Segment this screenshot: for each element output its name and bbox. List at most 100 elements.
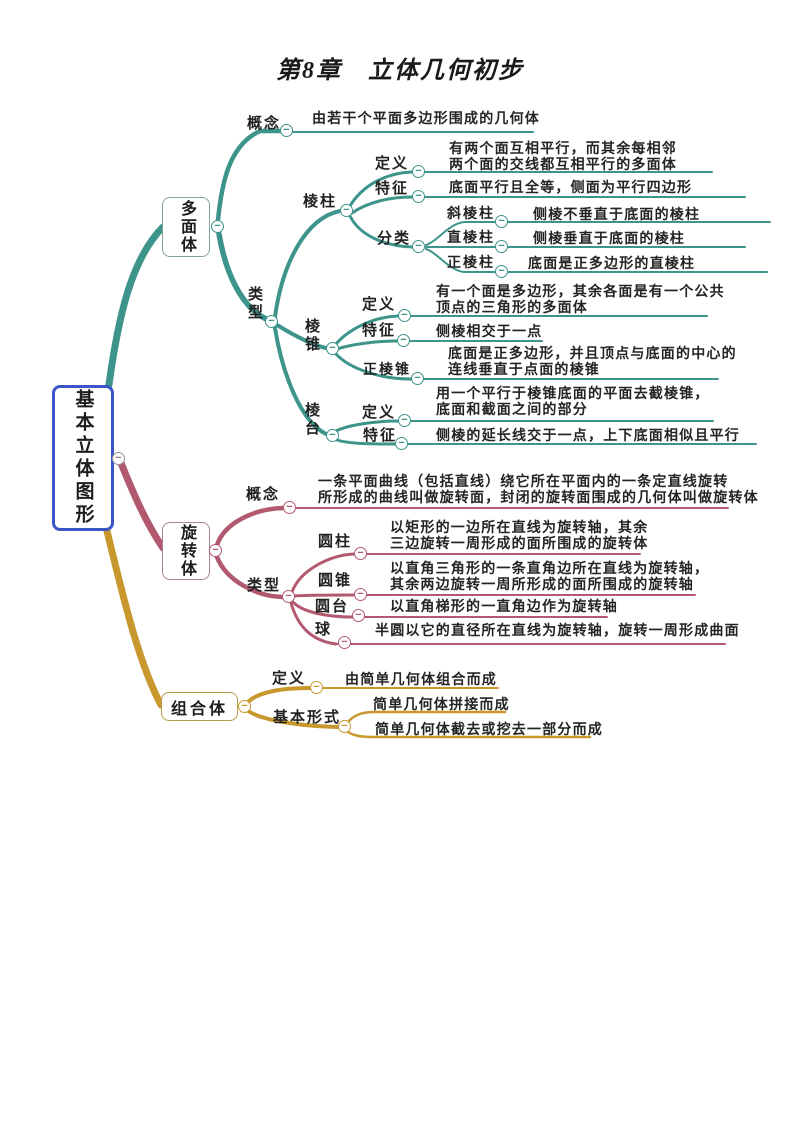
text-frustum-feat: 侧棱的延长线交于一点，上下底面相似且平行 [436, 427, 740, 443]
collapse-icon-truncated-cone[interactable]: − [352, 609, 365, 622]
branch-type-sphere [289, 601, 338, 646]
label-regular-prism: 正棱柱 [447, 254, 495, 270]
branch-type-pyramid [275, 323, 328, 350]
collapse-icon-prism-classify[interactable]: − [412, 240, 425, 253]
collapse-icon-polyhedron-concept[interactable]: − [280, 124, 293, 137]
text-frustum-def: 用一个平行于棱锥底面的平面去截棱锥， 底面和截面之间的部分 [436, 385, 710, 417]
branch-type-cone [291, 593, 356, 598]
collapse-icon-composite-form[interactable]: − [338, 720, 351, 733]
text-truncated-cone: 以直角梯形的一直角边作为旋转轴 [390, 598, 618, 614]
branch-root-polyhedron [104, 223, 167, 396]
text-form-join: 简单几何体拼接而成 [373, 696, 510, 712]
collapse-icon-cone[interactable]: − [354, 588, 367, 601]
text-cylinder: 以矩形的一边所在直线为旋转轴，其余 三边旋转一周形成的面所围成的旋转体 [390, 519, 649, 551]
collapse-icon-pyramid[interactable]: − [326, 342, 339, 355]
branch-composite-form [246, 709, 340, 729]
branch-type-frustum [273, 326, 328, 436]
underline-oblique-prism [425, 221, 771, 246]
branch-composite-def [246, 686, 312, 704]
text-regular-pyramid: 底面是正多边形，并且顶点与底面的中心的 连线垂直于点面的棱锥 [448, 345, 737, 377]
text-right-prism: 侧棱垂直于底面的棱柱 [533, 230, 685, 246]
branch-rotation-concept [214, 505, 286, 548]
collapse-icon-sphere[interactable]: − [338, 636, 351, 649]
collapse-icon-regular-pyramid[interactable]: − [411, 372, 424, 385]
collapse-icon-frustum-def[interactable]: − [398, 414, 411, 427]
branch-prism-classify [348, 214, 414, 249]
text-prism-def: 有两个面互相平行，而其余每相邻 两个面的交线都互相平行的多面体 [449, 140, 677, 172]
collapse-icon-prism-feat[interactable]: − [412, 190, 425, 203]
branch-type-truncated-cone [290, 599, 354, 619]
label-pyramid-feat: 特征 [362, 322, 397, 339]
root-node[interactable]: 基本立体图形 [52, 385, 114, 531]
label-polyhedron-concept: 概念 [247, 115, 282, 132]
collapse-icon-polyhedron[interactable]: − [211, 220, 224, 233]
collapse-icon-cylinder[interactable]: − [354, 547, 367, 560]
label-cylinder: 圆柱 [318, 533, 353, 550]
node-composite-label: 组合体 [170, 700, 228, 718]
collapse-icon-composite-def[interactable]: − [310, 681, 323, 694]
collapse-icon-regular-prism[interactable]: − [495, 265, 508, 278]
text-regular-prism: 底面是正多边形的直棱柱 [528, 255, 696, 271]
label-rotation-type: 类型 [247, 577, 282, 594]
label-frustum: 棱台 [303, 402, 320, 438]
collapse-icon-right-prism[interactable]: − [495, 240, 508, 253]
text-composite-def: 由简单几何体组合而成 [345, 671, 497, 687]
collapse-icon-frustum[interactable]: − [326, 429, 339, 442]
branch-frustum-def [334, 419, 400, 433]
root-node-label: 基本立体图形 [72, 389, 94, 527]
branch-prism-feat [350, 195, 414, 215]
text-polyhedron-concept: 由若干个平面多边形围成的几何体 [312, 110, 540, 126]
label-regular-pyramid: 正棱锥 [363, 361, 411, 377]
branch-polyhedron-concept [215, 128, 284, 223]
label-cone: 圆锥 [318, 572, 353, 589]
collapse-icon-rotation[interactable]: − [209, 544, 222, 557]
label-right-prism: 直棱柱 [447, 229, 495, 245]
node-polyhedron-label: 多面体 [178, 200, 195, 254]
branch-polyhedron-type [216, 231, 269, 322]
collapse-icon-rotation-type[interactable]: − [282, 590, 295, 603]
branch-pyramid-regular [334, 352, 413, 381]
label-prism-feat: 特征 [375, 180, 410, 197]
branch-pyramid-def [334, 314, 400, 346]
label-composite-def: 定义 [272, 670, 307, 687]
branch-rotation-type [214, 554, 285, 600]
label-pyramid-def: 定义 [362, 296, 397, 313]
branch-form-cut [346, 730, 592, 739]
label-frustum-def: 定义 [362, 404, 397, 421]
label-frustum-feat: 特征 [363, 427, 398, 444]
node-rotation[interactable]: 旋转体 [162, 522, 210, 580]
node-polyhedron[interactable]: 多面体 [162, 197, 210, 257]
page-title: 第8章 立体几何初步 [276, 58, 524, 84]
collapse-icon-pyramid-def[interactable]: − [398, 309, 411, 322]
collapse-icon-prism-def[interactable]: − [412, 165, 425, 178]
collapse-icon-composite[interactable]: − [238, 700, 251, 713]
collapse-icon-pyramid-feat[interactable]: − [397, 334, 410, 347]
branch-root-composite [102, 523, 165, 709]
label-prism-classify: 分类 [377, 230, 412, 247]
label-composite-form: 基本形式 [273, 709, 342, 726]
collapse-icon-root[interactable]: − [112, 452, 125, 465]
collapse-icon-prism[interactable]: − [340, 204, 353, 217]
collapse-icon-oblique-prism[interactable]: − [495, 215, 508, 228]
branch-form-join [346, 710, 507, 724]
label-truncated-cone: 圆台 [315, 598, 350, 615]
label-polyhedron-type: 类型 [246, 286, 263, 322]
text-prism-feat: 底面平行且全等，侧面为平行四边形 [449, 179, 693, 195]
branch-type-prism [273, 209, 342, 319]
label-pyramid: 棱锥 [303, 318, 320, 354]
collapse-icon-polyhedron-type[interactable]: − [265, 315, 278, 328]
text-pyramid-def: 有一个面是多边形，其余各面是有一个公共 顶点的三角形的多面体 [436, 283, 725, 315]
branch-root-rotation [117, 459, 167, 552]
branch-prism-def [348, 170, 414, 208]
label-prism: 棱柱 [303, 193, 338, 210]
node-rotation-label: 旋转体 [178, 524, 195, 578]
collapse-icon-frustum-feat[interactable]: − [395, 437, 408, 450]
node-composite[interactable]: 组合体 [161, 692, 238, 721]
underline-regular-prism [425, 248, 768, 273]
text-rotation-concept: 一条平面曲线（包括直线）绕它所在平面内的一条定直线旋转 所形成的曲线叫做旋转面，… [318, 473, 759, 505]
label-prism-def: 定义 [375, 155, 410, 172]
label-rotation-concept: 概念 [246, 486, 281, 503]
text-sphere: 半圆以它的直径所在直线为旋转轴，旋转一周形成曲面 [375, 622, 740, 638]
collapse-icon-rotation-concept[interactable]: − [283, 501, 296, 514]
